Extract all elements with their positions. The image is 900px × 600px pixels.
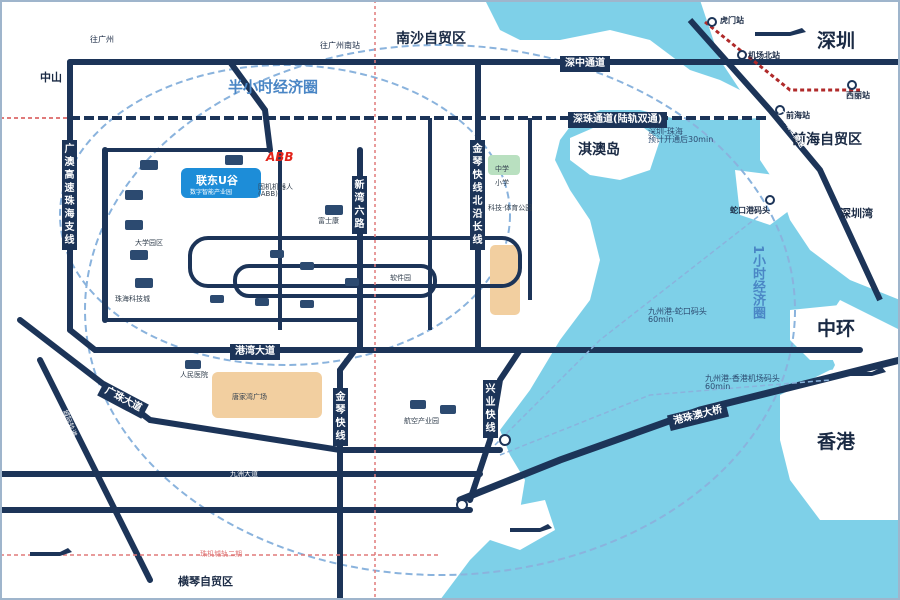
label-airport-north: 机场北站 bbox=[748, 51, 780, 60]
label-to-guangzhou: 往广州 bbox=[90, 35, 114, 44]
label-zhongshan: 中山 bbox=[40, 71, 62, 84]
logo-title: 联东U谷 bbox=[196, 174, 238, 187]
label-shenzhu-note: 深圳-珠海 预计开通后30min bbox=[648, 127, 714, 144]
road-guangao-south bbox=[37, 357, 153, 583]
label-shenzhen: 深圳 bbox=[817, 30, 856, 52]
project-logo bbox=[181, 168, 261, 198]
label-intercity-2: 珠机城轨二期 bbox=[200, 550, 242, 558]
plane-icon-hengqin bbox=[30, 548, 72, 556]
road-gangwan bbox=[67, 327, 863, 353]
label-half-hour-ring: 半小时经济圈 bbox=[228, 78, 319, 96]
plane-icon-shenzhen bbox=[755, 28, 806, 36]
poi-robot: 固机机器人 (ABB) bbox=[258, 183, 293, 198]
plane-icon-hk bbox=[840, 367, 886, 376]
road-jinqin bbox=[337, 347, 358, 600]
one-hour-ring bbox=[84, 44, 796, 576]
label-qianhai: 前海自贸区 bbox=[792, 132, 862, 148]
tag-xinwan: 新湾六路 bbox=[352, 176, 367, 234]
tag-shenzhong: 深中通道 bbox=[560, 56, 610, 72]
poi-hospital: 人民医院 bbox=[180, 371, 208, 379]
label-one-hour-ring: 1小时经济圈 bbox=[750, 245, 765, 320]
poi-univ: 大学园区 bbox=[135, 239, 163, 247]
tag-guangao: 广澳高速珠海支线 bbox=[62, 140, 77, 250]
poi-middle-school: 中学 bbox=[495, 165, 509, 173]
label-nansha: 南沙自贸区 bbox=[396, 31, 466, 47]
road-hzm-bridge bbox=[456, 356, 900, 504]
park-block-2 bbox=[490, 245, 520, 315]
poi-sports: 科技·体育公园 bbox=[488, 204, 533, 212]
park-block-1 bbox=[212, 372, 322, 418]
poi-tech-city: 珠海科技城 bbox=[115, 295, 150, 303]
qiao-island bbox=[570, 125, 660, 180]
label-central: 中环 bbox=[817, 318, 856, 340]
label-ferry-hk-airport: 九州港-香港机场码头 60min bbox=[705, 374, 780, 391]
label-ferry-shekou: 九州港-蛇口码头 60min bbox=[648, 307, 707, 324]
island-south-2 bbox=[490, 500, 555, 550]
hongkong-land bbox=[780, 360, 900, 520]
plane-icon-zhuhai bbox=[510, 524, 552, 532]
label-hongkong: 香港 bbox=[817, 431, 856, 453]
poi-software: 软件园 bbox=[390, 274, 411, 282]
label-qiao-island: 淇澳岛 bbox=[578, 142, 620, 158]
tag-gangwan: 港湾大道 bbox=[230, 344, 280, 360]
park-block-3 bbox=[488, 155, 520, 175]
label-shenzhen-bay: 深圳湾 bbox=[840, 207, 873, 220]
central-land bbox=[790, 305, 880, 360]
label-xili: 西丽站 bbox=[846, 91, 870, 100]
tag-shenzhu: 深珠通道(陆轨双通) bbox=[568, 112, 668, 128]
tag-xingye: 兴业快线 bbox=[483, 380, 498, 438]
abb-logo: ABB bbox=[266, 150, 294, 164]
label-jiuzhou-ave: 九洲大道 bbox=[230, 470, 258, 478]
label-qianhai-station: 前海站 bbox=[786, 111, 810, 120]
tag-jinqin-north: 金琴快线北沿长线 bbox=[470, 140, 485, 250]
label-hengqin: 横琴自贸区 bbox=[178, 575, 233, 588]
label-to-guangzhou-south: 往广州南站 bbox=[320, 41, 360, 50]
poi-tang-park: 唐家湾广场 bbox=[232, 393, 267, 401]
humen-station-marker bbox=[707, 17, 717, 27]
poi-primary-school: 小学 bbox=[495, 179, 509, 187]
logo-subtitle: 数字智能产业园 bbox=[190, 189, 233, 196]
poi-fushida: 富士康 bbox=[318, 217, 339, 225]
label-shekou-ferry: 蛇口港码头 bbox=[730, 206, 770, 215]
tag-jinqin: 金琴快线 bbox=[333, 388, 348, 446]
label-humen-station: 虎门站 bbox=[720, 16, 744, 25]
poi-airport-base: 航空产业园 bbox=[404, 417, 439, 425]
